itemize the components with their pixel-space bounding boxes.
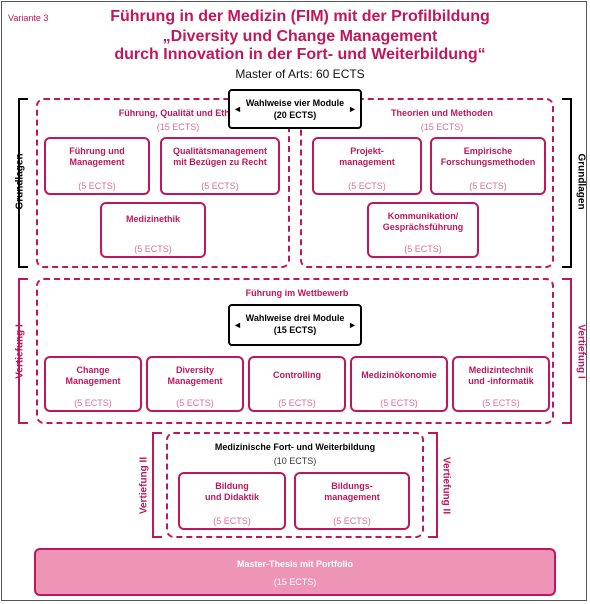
module-title-line2: Gesprächsführung — [382, 222, 464, 232]
vertiefung1-label-right: Vertiefung I — [575, 324, 587, 379]
group-title: Medizinische Fort- und Weiterbildung — [214, 442, 376, 452]
module-kommunikation: Kommunikation/ Gesprächsführung (5 ECTS) — [367, 202, 479, 258]
module-ects: (5 ECTS) — [469, 181, 507, 191]
master-thesis-box: Master-Thesis mit Portfolio (15 ECTS) — [34, 548, 556, 596]
module-medizinethik: Medizinethik (5 ECTS) — [100, 202, 206, 258]
arrow-right-icon: ► — [348, 104, 357, 114]
arrow-right-icon: ► — [348, 320, 357, 330]
grundlagen-label-left: Grundlagen — [14, 153, 26, 210]
module-qualitaetsmanagement: Qualitätsmanagement mit Bezügen zu Recht… — [160, 137, 280, 195]
module-ects: (5 ECTS) — [74, 398, 112, 408]
module-change-management: Change Management (5 ECTS) — [44, 356, 142, 412]
vertiefung1-bracket-right — [562, 278, 572, 424]
module-title-line2: Management — [69, 157, 125, 167]
module-title-line2: Forschungsmethoden — [440, 157, 536, 167]
module-title-line2: management — [324, 492, 380, 502]
module-ects: (5 ECTS) — [78, 181, 116, 191]
group-ects: (15 ECTS) — [156, 122, 200, 132]
module-title-line2: management — [339, 157, 395, 167]
module-title-line1: Bildung — [215, 481, 249, 491]
group-theorien-methoden: Theorien und Methoden (15 ECTS) — [300, 98, 554, 268]
module-ects: (5 ECTS) — [380, 398, 418, 408]
choice-line2: (20 ECTS) — [273, 110, 317, 120]
vertiefung2-bracket-right — [428, 432, 438, 538]
module-ects: (5 ECTS) — [482, 398, 520, 408]
module-ects: (5 ECTS) — [213, 516, 251, 526]
choice-box-vertiefung1: ◄ Wahlweise drei Module (15 ECTS) ► — [228, 304, 362, 346]
title-line-2: „Diversity und Change Management — [162, 28, 438, 45]
module-diversity-management: Diversity Management (5 ECTS) — [146, 356, 244, 412]
module-ects: (5 ECTS) — [278, 398, 316, 408]
module-bildung-didaktik: Bildung und Didaktik (5 ECTS) — [178, 472, 286, 530]
module-title-line2: Management — [167, 376, 223, 386]
arrow-left-icon: ◄ — [233, 320, 242, 330]
grundlagen-bracket-right — [562, 98, 572, 268]
title-line-1: Führung in der Medizin (FIM) mit der Pro… — [110, 8, 490, 25]
module-title-line1: Diversity — [175, 365, 215, 375]
grundlagen-bracket-left — [18, 98, 28, 268]
module-bildungsmanagement: Bildungs- management (5 ECTS) — [294, 472, 410, 530]
group-fort-weiterbildung: Medizinische Fort- und Weiterbildung (10… — [166, 432, 424, 538]
module-title-line1: Projekt- — [350, 146, 384, 156]
arrow-left-icon: ◄ — [233, 104, 242, 114]
choice-box-grundlagen: ◄ Wahlweise vier Module (20 ECTS) ► — [228, 89, 362, 129]
module-fuehrung-management: Führung und Management (5 ECTS) — [44, 137, 150, 195]
module-controlling: Controlling (5 ECTS) — [248, 356, 346, 412]
module-ects: (5 ECTS) — [348, 181, 386, 191]
module-title-line2: und -informatik — [468, 376, 534, 386]
module-title-line1: Qualitätsmanagement — [172, 146, 268, 156]
group-fuehrung-qualitaet-ethik: Führung, Qualität und Ethik (15 ECTS) — [36, 98, 290, 268]
variant-label: Variante 3 — [8, 13, 49, 23]
group-fuehrung-im-wettbewerb: Führung im Wettbewerb — [36, 278, 554, 424]
module-title-line1: Führung und — [69, 146, 125, 156]
module-title-line2: und Didaktik — [204, 492, 259, 502]
module-title-line2: mit Bezügen zu Recht — [173, 157, 267, 167]
module-ects: (5 ECTS) — [176, 398, 214, 408]
module-title-line1: Medizinethik — [125, 214, 180, 224]
module-ects: (5 ECTS) — [201, 181, 239, 191]
title-line-3: durch Innovation in der Fort- und Weiter… — [114, 46, 486, 63]
group-ects: (10 ECTS) — [273, 456, 317, 466]
module-ects: (5 ECTS) — [404, 244, 442, 254]
group-title: Führung, Qualität und Ethik — [118, 108, 238, 118]
group-ects: (15 ECTS) — [420, 122, 464, 132]
group-title: Führung im Wettbewerb — [245, 288, 349, 298]
vertiefung2-bracket-left — [152, 432, 162, 538]
module-title-line2: Management — [65, 376, 121, 386]
vertiefung1-bracket-left — [18, 278, 28, 424]
module-title-line1: Bildungs- — [331, 481, 373, 491]
choice-line1: Wahlweise drei Module — [245, 313, 345, 323]
module-title-line1: Change — [76, 365, 110, 375]
module-empirische-forschungsmethoden: Empirische Forschungsmethoden (5 ECTS) — [430, 137, 546, 195]
module-medizintechnik: Medizintechnik und -informatik (5 ECTS) — [452, 356, 550, 412]
choice-line2: (15 ECTS) — [273, 325, 317, 335]
module-title-line1: Empirische — [463, 146, 513, 156]
vertiefung1-label-left: Vertiefung I — [14, 324, 26, 379]
thesis-ects: (15 ECTS) — [273, 577, 317, 587]
module-ects: (5 ECTS) — [134, 244, 172, 254]
choice-line1: Wahlweise vier Module — [245, 98, 345, 108]
vertiefung2-label-right: Vertiefung II — [440, 456, 452, 515]
thesis-title: Master-Thesis mit Portfolio — [236, 559, 353, 569]
module-projektmanagement: Projekt- management (5 ECTS) — [312, 137, 422, 195]
group-title: Theorien und Methoden — [391, 108, 493, 118]
module-title-line1: Controlling — [273, 370, 321, 380]
module-title-line1: Medizintechnik — [468, 365, 534, 375]
module-title-line1: Medizinökonomie — [361, 370, 437, 380]
subtitle: Master of Arts: 60 ECTS — [235, 67, 365, 81]
module-title-line1: Kommunikation/ — [387, 211, 459, 221]
module-medizinoekonomie: Medizinökonomie (5 ECTS) — [350, 356, 448, 412]
vertiefung2-label-left: Vertiefung II — [138, 456, 150, 515]
module-ects: (5 ECTS) — [333, 516, 371, 526]
grundlagen-label-right: Grundlagen — [575, 153, 587, 210]
